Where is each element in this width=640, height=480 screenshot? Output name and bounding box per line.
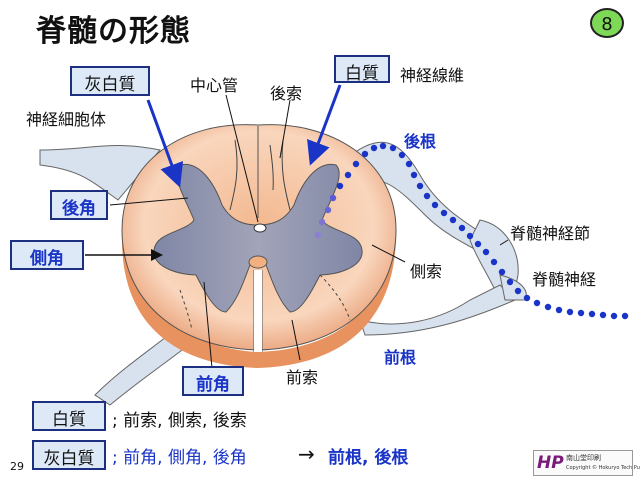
publisher-logo: HP 南山堂印刷 Copyright © Hokuryo Tech Publis… — [533, 450, 640, 476]
pointer-gray-box — [146, 99, 184, 188]
page-number: 29 — [10, 460, 24, 473]
pointer-anterior-horn — [203, 281, 213, 369]
summary-white-text: ; 前索, 側索, 後索 — [112, 411, 247, 431]
anterior-funiculus-label: 前索 — [286, 368, 319, 387]
pointer-posterior-funiculus — [279, 99, 291, 159]
fissure-top — [248, 255, 268, 269]
slide-number-badge: 8 — [590, 8, 624, 38]
white-matter-box: 白質 — [334, 55, 390, 84]
lateral-horn-label: 側角 — [10, 240, 84, 270]
anterior-horn-label: 前角 — [182, 366, 244, 396]
central-canal-label: 中心管 — [190, 76, 239, 95]
pointer-lateral-funiculus — [371, 244, 406, 263]
left-anterior-root — [94, 329, 196, 406]
left-posterior-root — [39, 145, 161, 201]
pointer-anterior-funiculus — [291, 319, 301, 361]
pointer-posterior-horn — [109, 197, 189, 206]
posterior-horn-label: 後角 — [50, 190, 108, 220]
pointer-central-canal — [225, 94, 259, 223]
page-title: 脊髄の形態 — [36, 14, 191, 49]
logo-copyright: Copyright © Hokuryo Tech Publishing Inc. — [566, 465, 640, 471]
logo-name: 南山堂印刷 — [566, 454, 601, 462]
summary-gray-box: 灰白質 — [32, 440, 106, 470]
posterior-funiculus-label: 後索 — [270, 84, 303, 103]
lateral-funiculus-label: 側索 — [410, 262, 443, 281]
spinal-ganglion-label: 脊髄神経節 — [510, 224, 591, 243]
summary-gray-text: ; 前角, 側角, 後角 — [112, 448, 247, 468]
logo-mark: HP — [537, 453, 564, 473]
pointer-white-box — [307, 84, 342, 166]
pointer-ganglion — [499, 239, 509, 246]
anterior-root-label: 前根 — [384, 348, 417, 367]
summary-white-box: 白質 — [32, 401, 106, 431]
summary-root-text: 前根, 後根 — [328, 448, 409, 468]
nerve-fiber-label: 神経線維 — [400, 66, 465, 85]
gray-matter-box: 灰白質 — [70, 66, 150, 96]
neuron-body-label: 神経細胞体 — [26, 110, 107, 129]
sensory-fiber-dots — [314, 142, 629, 320]
posterior-root-label: 後根 — [404, 132, 437, 151]
summary-arrow: → — [298, 442, 315, 466]
spinal-nerve-label: 脊髄神経 — [532, 270, 597, 289]
central-canal — [253, 223, 267, 233]
